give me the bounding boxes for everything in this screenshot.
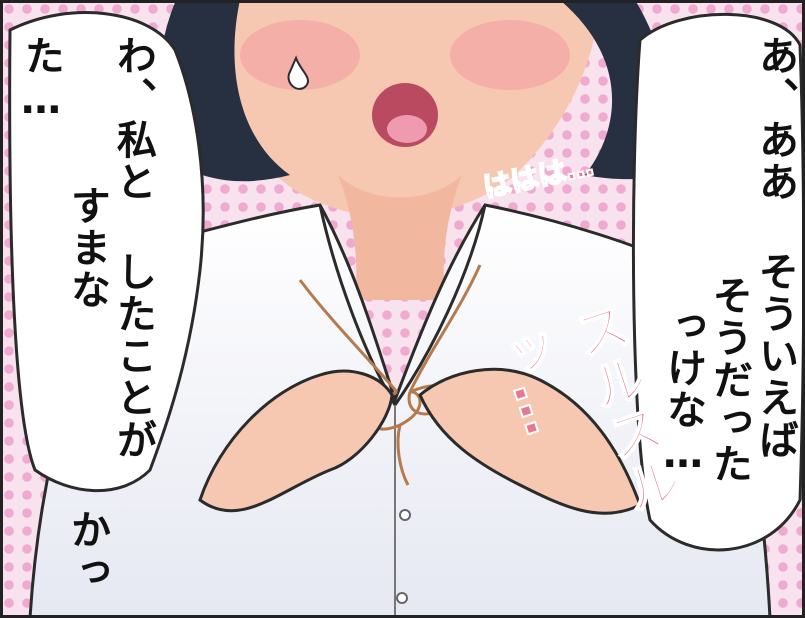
right-bubble-line-4: っけな…	[660, 305, 706, 479]
left-bubble-line-1: わ、私と	[110, 35, 156, 203]
string-left	[298, 279, 399, 393]
sweat-drop	[287, 55, 309, 90]
speech-bubble-right	[631, 12, 805, 552]
right-hand	[418, 367, 642, 515]
tongue	[387, 115, 427, 143]
shirt-button	[396, 592, 408, 604]
right-bubble-text: あ、ああ そういえば そうだった っけな…	[660, 35, 798, 618]
left-hand	[198, 369, 394, 513]
shirt-button	[399, 509, 411, 521]
right-bubble-line-3: そうだった	[706, 275, 752, 485]
right-bubble-line-1: あ、ああ	[752, 35, 798, 203]
collar-right	[393, 204, 487, 406]
left-bubble-line-2: したことが	[110, 251, 156, 461]
left-bubble-line-4: かった…	[18, 35, 110, 593]
right-bubble-line-2: そういえば	[752, 251, 798, 461]
blush-left	[240, 20, 360, 90]
shirt	[28, 203, 772, 618]
left-bubble-text: わ、私と したことが すまな かった…	[18, 35, 156, 618]
neck	[338, 175, 462, 300]
bow-tail	[396, 424, 410, 486]
left-bubble-line-3: すまな	[64, 185, 110, 311]
speech-bubble-left	[8, 11, 205, 493]
string-right	[408, 264, 482, 393]
blush-right	[450, 20, 570, 90]
